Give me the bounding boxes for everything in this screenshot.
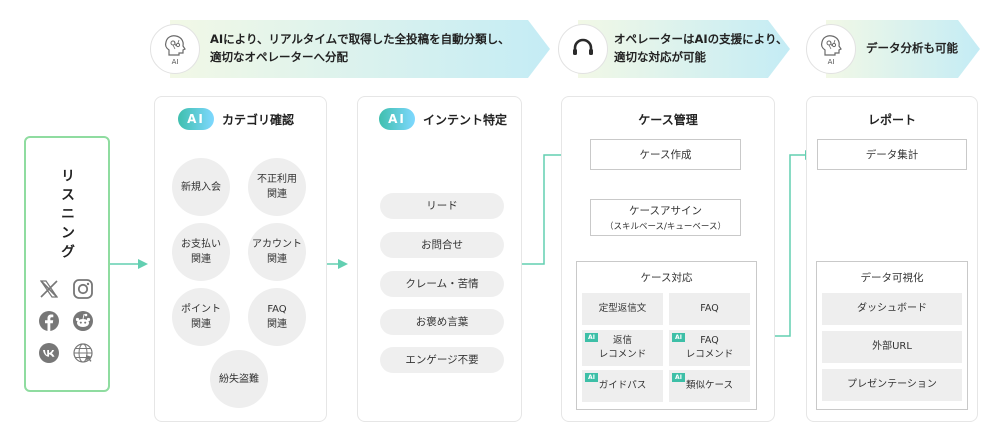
report-aggregate-label: データ集計 bbox=[865, 149, 919, 161]
ai-tag: AI bbox=[672, 333, 685, 342]
banner-text: AIにより、リアルタイムで取得した全投稿を自動分類し、 適切なオペレーターへ分配 bbox=[210, 32, 510, 64]
category-item: 不正利用 関連 bbox=[248, 158, 306, 216]
category-item: 新規入会 bbox=[172, 158, 230, 216]
instagram-icon bbox=[73, 279, 93, 299]
reddit-icon bbox=[73, 311, 93, 331]
ai-tag: AI bbox=[585, 373, 598, 382]
ai-pill: AI bbox=[379, 108, 415, 130]
report-viz-title: データ可視化 bbox=[860, 272, 924, 284]
banner-text: オペレーターはAIの支援により、 適切な対応が可能 bbox=[614, 32, 788, 64]
ai-badge-text: AI bbox=[827, 57, 835, 66]
case-cell-ai: AI FAQ レコメンド bbox=[669, 330, 750, 366]
banner-text: データ分析も可能 bbox=[866, 41, 958, 56]
vk-icon bbox=[39, 343, 59, 363]
intent-item: クレーム・苦情 bbox=[380, 271, 504, 297]
intent-title: インテント特定 bbox=[423, 112, 508, 127]
listening-box: リスニング bbox=[24, 136, 110, 392]
ai-pill: AI bbox=[178, 108, 214, 130]
case-assign-label: ケースアサイン bbox=[629, 205, 702, 217]
category-header: AI カテゴリ確認 bbox=[178, 108, 294, 130]
case-cell-label: ガイドパス bbox=[598, 380, 647, 392]
intent-item: お褒め言葉 bbox=[380, 309, 504, 335]
report-item: 外部URL bbox=[822, 331, 962, 363]
case-handling-title: ケース対応 bbox=[640, 272, 693, 284]
report-item: ダッシュボード bbox=[822, 293, 962, 325]
category-item: ポイント 関連 bbox=[172, 288, 230, 346]
case-cell-ai: AI 類似ケース bbox=[669, 370, 750, 402]
ai-badge-text: AI bbox=[171, 57, 179, 66]
case-assign-box: ケースアサイン （スキルベース/キューベース） bbox=[590, 199, 741, 236]
banner-arrow-shape bbox=[826, 20, 980, 78]
banner-operator-support: オペレーターはAIの支援により、 適切な対応が可能 bbox=[558, 20, 790, 78]
report-title: レポート bbox=[867, 113, 916, 127]
case-cell: FAQ bbox=[669, 293, 750, 325]
facebook-icon bbox=[39, 311, 59, 331]
listening-title: リスニング bbox=[59, 167, 75, 263]
case-title: ケース管理 bbox=[638, 113, 698, 127]
case-assign-sub: （スキルベース/キューベース） bbox=[604, 222, 726, 232]
case-create-label: ケース作成 bbox=[639, 149, 692, 161]
intent-header: AI インテント特定 bbox=[379, 108, 507, 130]
case-create-box: ケース作成 bbox=[590, 139, 741, 170]
case-cell-label: 返信 レコメンド bbox=[598, 335, 647, 360]
banner-arrow-shape bbox=[170, 20, 550, 78]
category-item: FAQ 関連 bbox=[248, 288, 306, 346]
case-cell-label: 類似ケース bbox=[685, 380, 734, 392]
intent-item: お問合せ bbox=[380, 232, 504, 258]
category-title: カテゴリ確認 bbox=[222, 112, 295, 127]
category-item: 紛失盗難 bbox=[210, 350, 268, 408]
banner-auto-classify: AI AIにより、リアルタイムで取得した全投稿を自動分類し、 適切なオペレーター… bbox=[150, 20, 550, 78]
case-cell-label: FAQ レコメンド bbox=[685, 335, 734, 360]
category-item: アカウント 関連 bbox=[248, 223, 306, 281]
category-item: お支払い 関連 bbox=[172, 223, 230, 281]
report-aggregate-box: データ集計 bbox=[817, 139, 967, 170]
report-item: プレゼンテーション bbox=[822, 369, 962, 401]
ai-head-icon: AI bbox=[150, 24, 200, 74]
x-icon bbox=[39, 280, 59, 298]
ai-tag: AI bbox=[585, 333, 598, 342]
case-cell-ai: AI 返信 レコメンド bbox=[582, 330, 663, 366]
intent-item: リード bbox=[380, 193, 504, 219]
headset-icon bbox=[558, 24, 608, 74]
web-icon bbox=[73, 343, 93, 363]
banner-data-analysis: AI データ分析も可能 bbox=[806, 20, 980, 78]
banner-arrow-shape bbox=[578, 20, 790, 78]
intent-item: エンゲージ不要 bbox=[380, 347, 504, 373]
case-cell: 定型返信文 bbox=[582, 293, 663, 325]
ai-tag: AI bbox=[672, 373, 685, 382]
case-cell-ai: AI ガイドパス bbox=[582, 370, 663, 402]
intent-panel bbox=[357, 96, 522, 422]
ai-head-icon: AI bbox=[806, 24, 856, 74]
